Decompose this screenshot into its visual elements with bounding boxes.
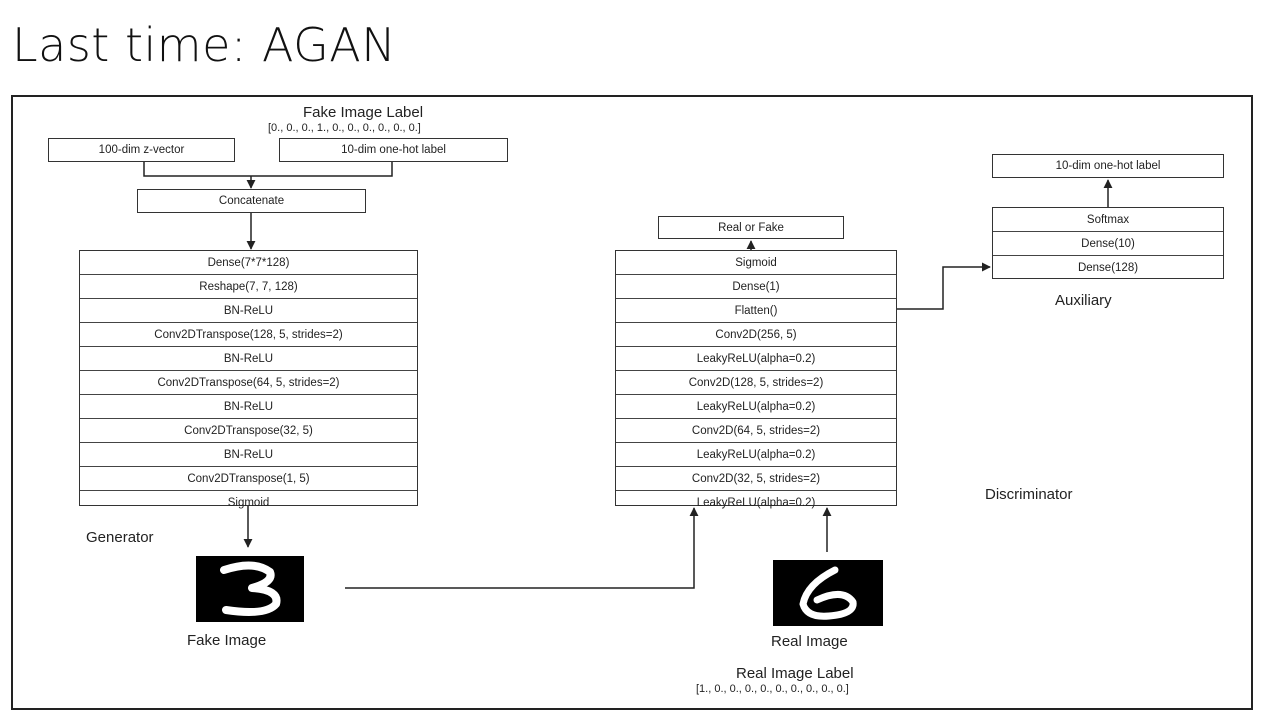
gen-one-hot-box: 10-dim one-hot label [279,138,508,162]
aux-one-hot-label: 10-dim one-hot label [1055,160,1161,172]
real-label-vector: [1., 0., 0., 0., 0., 0., 0., 0., 0., 0.] [696,683,849,695]
disc-layer: LeakyReLU(alpha=0.2) [616,395,896,419]
generator-stack: Dense(7*7*128) Reshape(7, 7, 128) BN-ReL… [79,250,418,509]
aux-layer: Dense(128) [1077,261,1139,274]
auxiliary-stack: Softmax Dense(10) Dense(128) [992,207,1224,279]
gen-layer: BN-ReLU [80,395,417,419]
z-vector-label: 100-dim z-vector [98,144,185,156]
disc-layer: Conv2D(32, 5, strides=2) [616,467,896,491]
disc-layer: Conv2D(64, 5, strides=2) [616,419,896,443]
generator-label: Generator [86,529,154,546]
disc-layer: Flatten() [616,299,896,323]
disc-layer: LeakyReLU(alpha=0.2) [616,443,896,467]
disc-layer: LeakyReLU(alpha=0.2) [696,496,816,509]
concatenate-box: Concatenate [137,189,366,213]
gen-layer: Dense(7*7*128) [80,251,417,275]
gen-layer: BN-ReLU [80,347,417,371]
real-or-fake-box: Real or Fake [658,216,844,239]
gen-layer: BN-ReLU [80,443,417,467]
fake-image-caption: Fake Image [187,632,267,649]
fake-digit-glyph [220,561,281,616]
discriminator-label: Discriminator [985,486,1073,503]
fake-to-disc-arrow [345,507,699,589]
gen-layer: BN-ReLU [80,299,417,323]
aux-layer: Softmax [993,208,1223,232]
auxiliary-label: Auxiliary [1055,292,1112,309]
slide-title: Last time: AGAN [12,18,397,72]
discriminator-stack: Sigmoid Dense(1) Flatten() Conv2D(256, 5… [615,250,897,509]
real-digit-image [773,560,883,626]
fake-label-vector: [0., 0., 0., 1., 0., 0., 0., 0., 0., 0.] [268,122,421,134]
real-image-caption: Real Image [771,633,848,650]
diagram-frame [11,95,1253,710]
gen-layer: Conv2DTranspose(1, 5) [80,467,417,491]
fake-digit-image [196,556,304,622]
real-digit-glyph [799,566,857,620]
gen-layer: Sigmoid [227,496,270,509]
gen-layer: Reshape(7, 7, 128) [80,275,417,299]
gen-one-hot-label: 10-dim one-hot label [341,144,446,156]
aux-one-hot-box: 10-dim one-hot label [992,154,1224,178]
gen-layer: Conv2DTranspose(32, 5) [80,419,417,443]
aux-layer: Dense(10) [993,232,1223,256]
gen-layer: Conv2DTranspose(64, 5, strides=2) [80,371,417,395]
z-vector-box: 100-dim z-vector [48,138,235,162]
gen-layer: Conv2DTranspose(128, 5, strides=2) [80,323,417,347]
disc-layer: Conv2D(256, 5) [616,323,896,347]
z-to-concat-line [143,162,393,177]
fake-label-title: Fake Image Label [303,104,424,121]
concatenate-label: Concatenate [218,195,285,207]
disc-layer: Dense(1) [616,275,896,299]
disc-layer: Conv2D(128, 5, strides=2) [616,371,896,395]
disc-layer: LeakyReLU(alpha=0.2) [616,347,896,371]
flatten-to-aux-arrow [897,262,991,310]
disc-layer: Sigmoid [616,251,896,275]
real-label-title: Real Image Label [736,665,854,682]
real-or-fake-label: Real or Fake [718,221,784,234]
